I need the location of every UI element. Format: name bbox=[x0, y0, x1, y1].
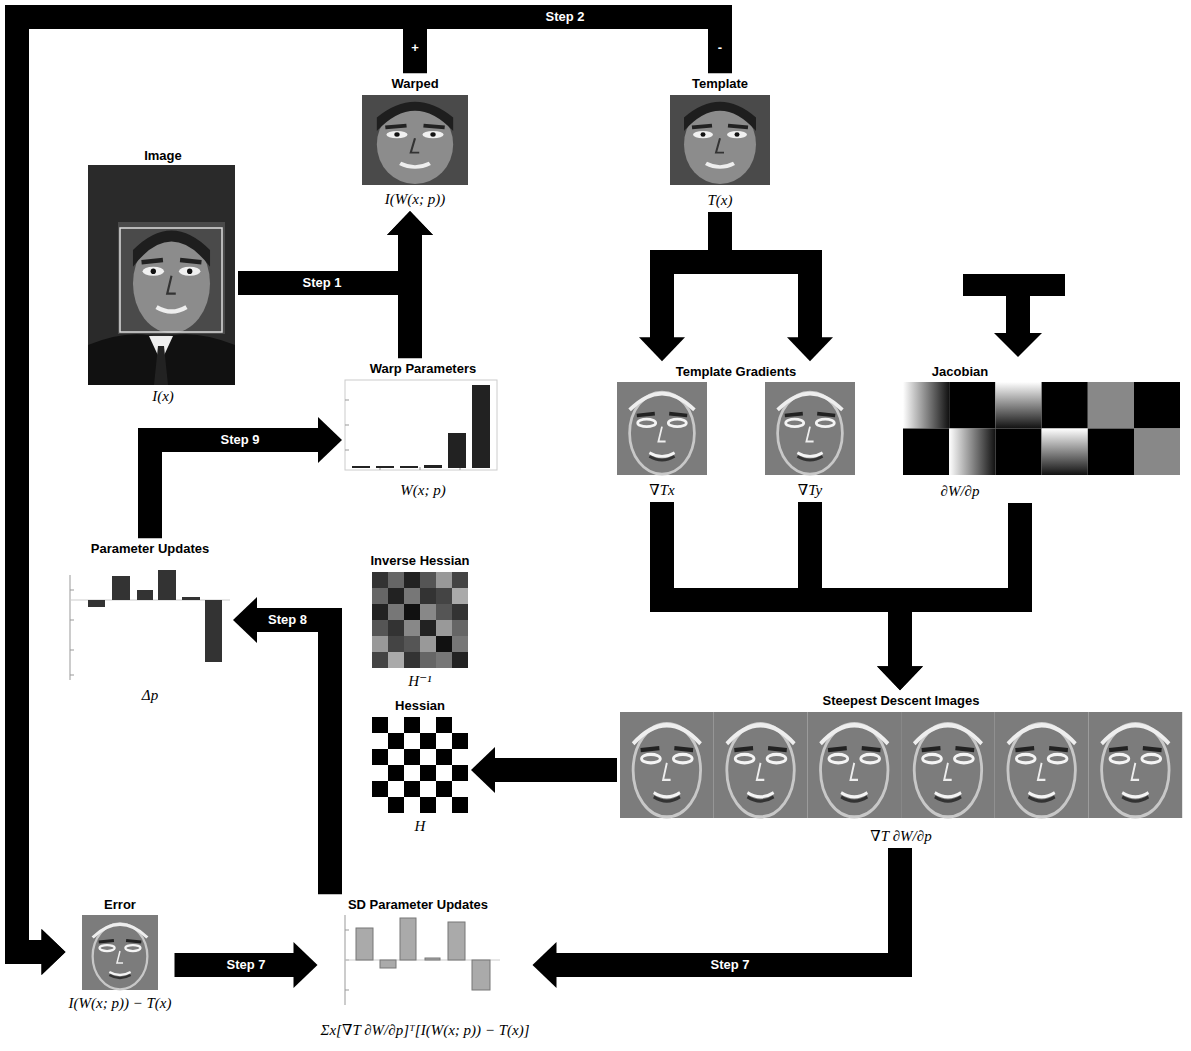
diagram-panel: Jacobian ∂W/∂p bbox=[900, 361, 1183, 503]
step-arrow bbox=[17, 17, 720, 975]
step-arrow bbox=[17, 17, 415, 975]
step-arrow bbox=[150, 417, 342, 538]
diagram-panel: Inverse HessianH⁻¹ bbox=[367, 550, 472, 693]
diagram-panel: Parameter UpdatesΔp bbox=[67, 538, 233, 707]
math-caption: Σx[∇T ∂W/∂p]ᵀ[I(W(x; p)) − T(x)] bbox=[321, 1021, 530, 1039]
math-caption: H bbox=[415, 817, 426, 835]
panel-heading: Error bbox=[104, 897, 136, 913]
step-arrow bbox=[471, 747, 617, 793]
panel-heading: Warped bbox=[391, 76, 438, 92]
math-caption: H⁻¹ bbox=[408, 672, 431, 690]
panel-heading: Hessian bbox=[395, 698, 445, 714]
sign-label: - bbox=[715, 39, 725, 57]
math-caption: ∇Tx bbox=[649, 481, 674, 499]
step-label: Step 1 bbox=[299, 274, 344, 292]
panel-heading: Warp Parameters bbox=[370, 361, 476, 377]
diagram-panel: ErrorI(W(x; p)) − T(x) bbox=[66, 894, 175, 1015]
panel-heading: Template bbox=[692, 76, 748, 92]
step-arrow bbox=[387, 211, 433, 358]
math-caption: Δp bbox=[142, 686, 158, 704]
step-label: Step 7 bbox=[707, 956, 752, 974]
math-caption: ∂W/∂p bbox=[941, 482, 980, 500]
step-arrow bbox=[532, 848, 900, 988]
diagram-panel: Warp ParametersW(x; p) bbox=[342, 358, 500, 502]
step-label: Step 2 bbox=[542, 8, 587, 26]
step-arrow bbox=[238, 211, 433, 283]
step-arrow bbox=[877, 503, 1020, 690]
math-caption: T(x) bbox=[708, 191, 733, 209]
panel-heading: Image bbox=[144, 148, 182, 164]
step-arrow bbox=[233, 597, 330, 894]
step-arrow bbox=[639, 212, 833, 361]
panel-heading: Steepest Descent Images bbox=[823, 693, 980, 709]
diagram-panel: WarpedI(W(x; p)) bbox=[359, 73, 471, 211]
diagram-panel: TemplateT(x) bbox=[667, 73, 773, 212]
diagram-panel: Steepest Descent Images ∇T ∂W/∂p bbox=[617, 690, 1185, 848]
math-caption: W(x; p) bbox=[400, 481, 445, 499]
step-label: Step 9 bbox=[217, 431, 262, 449]
math-caption: I(W(x; p)) − T(x) bbox=[69, 994, 172, 1012]
panel-heading: Inverse Hessian bbox=[370, 553, 469, 569]
panel-heading: Template Gradients bbox=[676, 364, 796, 380]
math-caption: I(x) bbox=[152, 387, 174, 405]
panel-heading: SD Parameter Updates bbox=[348, 897, 488, 913]
step-arrow bbox=[662, 502, 923, 690]
diagram-panel: SD Parameter UpdatesΣx[∇T ∂W/∂p]ᵀ[I(W(x;… bbox=[318, 894, 533, 1042]
diagram-panel: ImageI(x) bbox=[85, 145, 238, 408]
panel-heading: Jacobian bbox=[932, 364, 988, 380]
step-arrow bbox=[175, 942, 318, 988]
step-label: Step 7 bbox=[223, 956, 268, 974]
step-label: Step 8 bbox=[265, 611, 310, 629]
math-caption: ∇Ty bbox=[798, 481, 822, 499]
diagram-panel: Template Gradients ∇Tx ∇Ty bbox=[614, 361, 858, 502]
panel-heading: Parameter Updates bbox=[91, 541, 210, 557]
math-caption: I(W(x; p)) bbox=[385, 190, 445, 208]
sign-label: + bbox=[408, 39, 422, 57]
math-caption: ∇T ∂W/∂p bbox=[870, 827, 931, 845]
diagram-panel: HessianH bbox=[369, 695, 471, 838]
